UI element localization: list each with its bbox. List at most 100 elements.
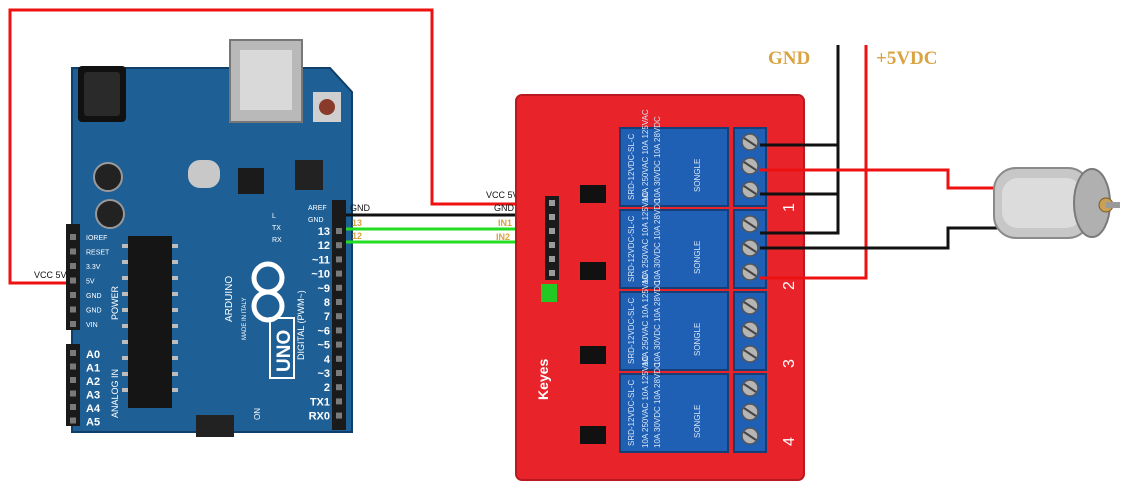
relay-rating-text: 10A 250VAC 10A 125VAC: [641, 273, 650, 366]
power-pin-label: VIN: [86, 322, 98, 329]
digital-pin-hole: [336, 242, 342, 249]
digital-pin-label: ~5: [317, 340, 330, 352]
analog-pin-label: A1: [86, 363, 100, 375]
power-pin-label: 5V: [86, 279, 95, 286]
digital-pin-label: ~10: [311, 269, 330, 281]
pin12-label: 12: [352, 231, 362, 241]
analog-pin-hole: [70, 417, 76, 424]
analog-header: [66, 344, 80, 426]
arduino-power-label: POWER: [110, 285, 120, 320]
load-wires: [760, 45, 1010, 280]
relay-model-text: SRD-12VDC-SL-C: [627, 380, 636, 446]
power-pin-hole: [70, 292, 76, 298]
power-pin-label: GND: [86, 308, 102, 315]
arduino-made-in-label: MADE IN ITALY: [242, 298, 248, 340]
relay-input-header: [545, 196, 559, 280]
relay-rating-text: 10A 250VAC 10A 125VAC: [641, 109, 650, 202]
analog-pin-label: A2: [86, 376, 100, 388]
relay-brand-text: SONGLE: [693, 323, 702, 356]
analog-pin-label: A4: [86, 403, 101, 415]
arduino-tx-label: TX: [272, 225, 281, 232]
power-pin-hole: [70, 248, 76, 255]
capacitor-1: [93, 162, 123, 192]
relay-channel-number: 3: [781, 359, 798, 368]
gnd-relay-label: GND: [494, 203, 515, 213]
digital-pin-hole: [336, 384, 342, 391]
relay-rating-text: 10A 30VDC 10A 28VDC: [653, 198, 662, 284]
power-pin-label: GND: [86, 293, 102, 300]
relay-model-text: SRD-12VDC-SL-C: [627, 216, 636, 282]
digital-pin-label: ~3: [317, 368, 330, 380]
digital-pin-hole: [336, 299, 342, 305]
analog-pin-hole: [70, 404, 76, 410]
gnd-top-label: GND: [768, 48, 810, 69]
screw-terminal: [733, 291, 767, 371]
dc-motor: [993, 167, 1120, 239]
digital-pin-label: 8: [324, 297, 330, 309]
digital-pin-hole: [336, 256, 342, 263]
analog-pin-label: A3: [86, 390, 100, 402]
relay-rating-text: 10A 30VDC 10A 28VDC: [653, 116, 662, 202]
power-pin-label: RESET: [86, 250, 110, 257]
power-pin-hole: [70, 306, 76, 313]
relay-brand-text: SONGLE: [693, 241, 702, 274]
digital-pin-label: ~6: [317, 325, 330, 337]
vcc-relay-label: VCC 5V: [486, 190, 519, 200]
relay-brand-text: SONGLE: [693, 159, 702, 192]
digital-pin-hole: [336, 398, 342, 405]
arduino-uno-board: ARDUINO UNO DIGITAL (PWM~) POWER ANALOG …: [66, 39, 353, 437]
relay-board: Keyes SRD-12VDC-SL-C 10A 250VAC 10A 125VA…: [515, 94, 805, 481]
crystal: [188, 160, 220, 188]
relay-brand-text: SONGLE: [693, 405, 702, 438]
relay-rating-text: 10A 30VDC 10A 28VDC: [653, 362, 662, 448]
usb-chip: [238, 168, 264, 194]
arduino-analog-label: ANALOG IN: [110, 369, 120, 418]
analog-pin-hole: [70, 363, 76, 370]
power-header: [66, 224, 80, 330]
relay-model-text: SRD-12VDC-SL-C: [627, 134, 636, 200]
arduino-digital-label: DIGITAL (PWM~): [296, 290, 306, 360]
digital-pin-label: ~11: [312, 254, 330, 266]
relay-brand-text: Keyes: [535, 359, 551, 400]
arduino-infinity-logo: [251, 261, 285, 323]
arduino-gnd-header-label: GND: [308, 217, 324, 224]
digital-pin-label: ~9: [317, 283, 330, 295]
arduino-on-label: ON: [253, 408, 262, 420]
gnd-arduino-label: GND: [350, 203, 371, 213]
digital-pin-label: 13: [318, 226, 330, 238]
relay-rating-text: 10A 250VAC 10A 125VAC: [641, 191, 650, 284]
digital-pin-label: RX0: [309, 411, 330, 423]
digital-pin-label: 7: [324, 311, 330, 323]
power-pin-hole: [70, 234, 76, 240]
digital-pin-hole: [336, 284, 342, 291]
digital-pin-hole: [336, 270, 342, 277]
digital-pin-hole: [336, 370, 342, 376]
digital-pin-label: 4: [324, 354, 331, 366]
analog-pin-hole: [70, 350, 76, 356]
analog-pin-label: A5: [86, 417, 100, 429]
digital-pin-hole: [336, 313, 342, 320]
digital-pin-hole: [336, 412, 342, 419]
pin13-label: 13: [352, 218, 362, 228]
digital-pin-hole: [336, 228, 342, 234]
arduino-model-text: UNO: [274, 330, 295, 372]
arduino-aref-label: AREF: [308, 205, 327, 212]
atmega-chip: [128, 236, 172, 408]
relay-channel-number: 1: [781, 203, 798, 212]
capacitor-2: [95, 199, 125, 229]
relay-rating-text: 10A 30VDC 10A 28VDC: [653, 280, 662, 366]
power-pin-hole: [70, 277, 76, 284]
screw-terminal: [733, 373, 767, 453]
vcc-loop-wire: [8, 8, 531, 285]
vcc-arduino-label: VCC 5V: [34, 270, 67, 280]
digital-pin-label: 12: [318, 240, 330, 252]
power-pin-hole: [70, 263, 76, 269]
digital-pin-hole: [336, 355, 342, 362]
arduino-l-label: L: [272, 213, 276, 220]
arduino-rx-label: RX: [272, 237, 282, 244]
relay-channel-number: 4: [781, 437, 798, 446]
